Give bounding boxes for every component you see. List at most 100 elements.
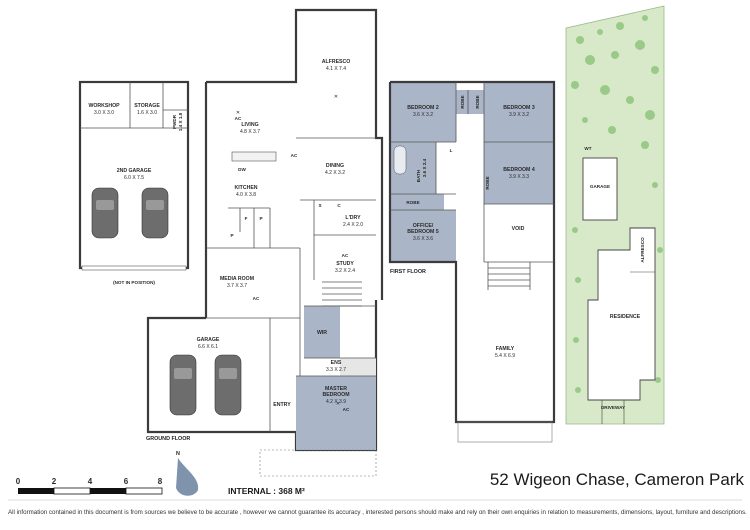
room-label-alfresco: ALFRESCO bbox=[322, 59, 351, 65]
north-arrow: N bbox=[176, 451, 199, 496]
car-icon bbox=[169, 354, 197, 416]
room-dim-workshop: 3.0 X 3.0 bbox=[94, 110, 114, 116]
site-label-driveway: DRIVEWAY bbox=[601, 405, 625, 410]
scale-tick-label: 8 bbox=[158, 477, 163, 486]
bedroom-4-fill bbox=[484, 142, 554, 204]
fridge-label: F bbox=[245, 216, 248, 221]
cupboard-label: C bbox=[337, 203, 341, 208]
fan-icon: ✕ bbox=[336, 401, 340, 407]
site-label-wt: WT bbox=[584, 146, 591, 151]
pantry-label: P bbox=[259, 216, 262, 221]
dishwasher-label: DW bbox=[238, 167, 246, 172]
scale-tick-label: 0 bbox=[16, 477, 21, 486]
room-label-living: LIVING bbox=[241, 122, 258, 128]
room-label-wir: WIR bbox=[317, 330, 327, 336]
room-dim-media-room: 3.7 X 3.7 bbox=[227, 283, 247, 289]
room-dim-bedroom-3: 3.9 X 3.2 bbox=[509, 112, 529, 118]
room-label-second-garage: 2ND GARAGE bbox=[117, 168, 152, 174]
room-label-study: STUDY bbox=[336, 261, 354, 267]
ac-label: AC bbox=[342, 253, 349, 258]
ground-stairs bbox=[322, 281, 362, 307]
office-fill bbox=[390, 210, 456, 262]
room-dim-alfresco: 4.1 X 7.4 bbox=[326, 66, 346, 72]
bedroom-2-fill bbox=[390, 82, 456, 142]
robe-label: ROBE bbox=[460, 95, 465, 108]
room-label-storage: STORAGE bbox=[134, 103, 160, 109]
robe-label: ROBE bbox=[485, 176, 490, 189]
room-dim-study: 3.2 X 2.4 bbox=[335, 268, 355, 274]
room-label-bedroom-4: BEDROOM 4 bbox=[503, 167, 535, 173]
room-label-master: MASTER bbox=[325, 386, 347, 392]
room-dim-master: 4.2 X 3.9 bbox=[326, 399, 346, 405]
bedroom-3-fill bbox=[484, 82, 554, 142]
fan-icon: ✕ bbox=[334, 94, 338, 100]
room-dim-bedroom-4: 3.9 X 3.3 bbox=[509, 174, 529, 180]
site-plan: WT GARAGE ALFRESCO RESIDENCE DRIVEWAY bbox=[565, 5, 665, 425]
room-label-media-room: MEDIA ROOM bbox=[220, 276, 254, 282]
ac-label: AC bbox=[253, 296, 260, 301]
kitchen-island bbox=[231, 151, 277, 162]
site-label-alfresco: ALFRESCO bbox=[640, 237, 645, 263]
pantry-label: P bbox=[230, 233, 233, 238]
north-arrow-icon bbox=[176, 458, 199, 496]
room-label-master-2: BEDROOM bbox=[322, 392, 349, 398]
room-dim-laundry: 2.4 X 2.0 bbox=[343, 222, 363, 228]
room-label-office-2: BEDROOM 5 bbox=[407, 229, 439, 235]
room-dim-dining: 4.2 X 3.2 bbox=[325, 170, 345, 176]
room-dim-kitchen: 4.0 X 3.8 bbox=[236, 192, 256, 198]
property-address: 52 Wigeon Chase, Cameron Park bbox=[489, 470, 744, 489]
first-floor: BEDROOM 2 3.6 X 3.2 BEDROOM 3 3.9 X 3.2 … bbox=[388, 80, 556, 443]
car-icon bbox=[214, 354, 242, 416]
ground-floor: ✕ ✕ ✕ ALFRESCO 4.1 X 7.4 WORKSHOP 3.0 X … bbox=[78, 8, 384, 477]
north-label: N bbox=[176, 451, 180, 457]
room-label-laundry: L'DRY bbox=[345, 215, 361, 221]
room-dim-living: 4.8 X 3.7 bbox=[240, 129, 260, 135]
room-dim-family: 5.4 X 6.9 bbox=[495, 353, 515, 359]
room-dim-bath: 3.6 X 2.4 bbox=[422, 158, 427, 177]
room-label-entry: ENTRY bbox=[273, 402, 291, 408]
site-garage bbox=[582, 157, 618, 221]
first-floor-outline bbox=[390, 80, 556, 204]
room-label-office: OFFICE/ bbox=[413, 223, 434, 229]
first-floor-label: FIRST FLOOR bbox=[390, 269, 426, 275]
first-floor-stairs bbox=[487, 262, 531, 290]
linen-label: L bbox=[450, 148, 453, 153]
room-dim-second-garage: 6.0 X 7.5 bbox=[124, 175, 144, 181]
room-label-bedroom-3: BEDROOM 3 bbox=[503, 105, 535, 111]
room-label-family: FAMILY bbox=[496, 346, 515, 352]
scale-tick-label: 4 bbox=[88, 477, 93, 486]
room-dim-garage: 6.6 X 6.1 bbox=[198, 344, 218, 350]
room-dim-pwdr: 1.4 X 1.8 bbox=[178, 112, 183, 131]
site-residence bbox=[587, 227, 656, 401]
room-dim-office: 3.6 X 3.6 bbox=[413, 236, 433, 242]
ground-floor-label: GROUND FLOOR bbox=[146, 436, 190, 442]
room-label-garage: GARAGE bbox=[197, 337, 220, 343]
robe-label: ROBE bbox=[475, 95, 480, 108]
room-label-pwdr: PWDR bbox=[172, 114, 177, 129]
master-fill bbox=[296, 376, 376, 450]
internal-area: INTERNAL : 368 M² bbox=[228, 486, 305, 496]
fan-icon: ✕ bbox=[236, 110, 240, 116]
room-dim-storage: 1.6 X 3.0 bbox=[137, 110, 157, 116]
shower-label: S bbox=[318, 203, 321, 208]
wir-fill bbox=[304, 306, 340, 358]
ac-label: AC bbox=[343, 407, 350, 412]
house-outline bbox=[206, 8, 384, 300]
site-label-residence: RESIDENCE bbox=[610, 314, 641, 320]
room-label-ensuite: ENS bbox=[331, 360, 342, 366]
site-label-garage: GARAGE bbox=[590, 184, 610, 189]
ac-label: AC bbox=[235, 116, 242, 121]
disclaimer-text: All information contained in this docume… bbox=[8, 509, 747, 516]
room-label-kitchen: KITCHEN bbox=[234, 185, 257, 191]
room-label-bedroom-2: BEDROOM 2 bbox=[407, 105, 439, 111]
scale-tick-label: 2 bbox=[52, 477, 57, 486]
car-icon bbox=[91, 187, 119, 239]
car-icon bbox=[141, 187, 169, 239]
room-label-dining: DINING bbox=[326, 163, 344, 169]
bathtub-icon bbox=[393, 145, 407, 175]
scale-bar: 0 2 4 6 8 bbox=[16, 477, 163, 495]
not-in-position-note: (NOT IN POSITION) bbox=[113, 280, 155, 285]
robe-label: ROBE bbox=[406, 200, 419, 205]
scale-tick-label: 6 bbox=[124, 477, 129, 486]
room-label-void: VOID bbox=[512, 226, 525, 232]
